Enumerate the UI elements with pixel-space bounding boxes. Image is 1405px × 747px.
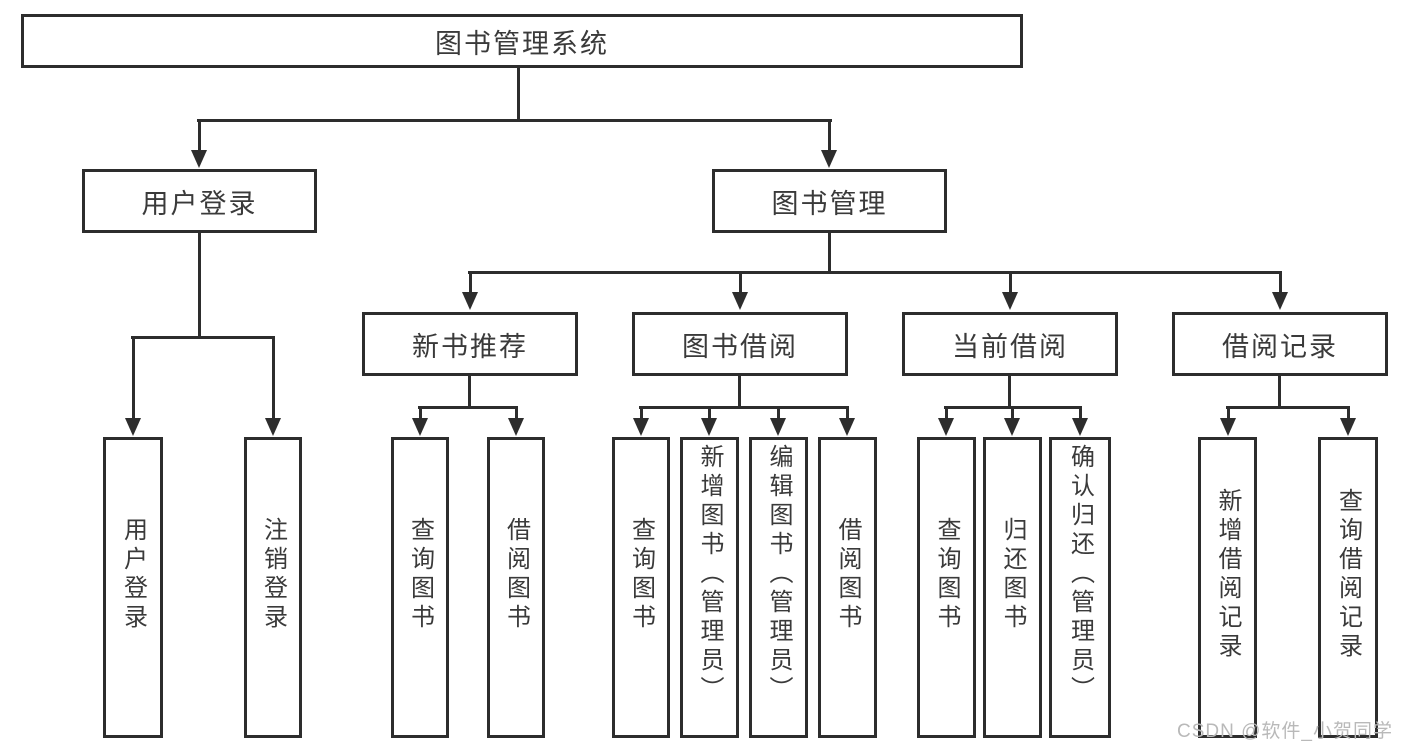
- node-current-borrowing-label: 当前借阅: [952, 331, 1068, 362]
- node-book-management: 图书管理: [712, 169, 947, 233]
- leaf-query-books-1: 查询图书: [391, 437, 449, 738]
- node-book-management-label: 图书管理: [771, 188, 888, 219]
- arrow-to-leaf-user-login-stem: [131, 338, 135, 418]
- arrow-to-book-management-arrowhead-icon: [821, 150, 837, 168]
- user-login-bar-line: [131, 336, 275, 339]
- leaf-query-books-2-label: 查询图书: [627, 516, 655, 633]
- leaf-add-book-admin: 新增图书（管理员）: [680, 437, 739, 738]
- leaf-query-borrow-record-label: 查询借阅记录: [1334, 487, 1362, 662]
- leaf-logout: 注销登录: [244, 437, 302, 738]
- arrow-to-leaf-add-book-admin-arrowhead-icon: [701, 418, 717, 436]
- node-book-borrowing: 图书借阅: [632, 312, 848, 376]
- leaf-confirm-return-admin-label: 确认归还（管理员）: [1066, 444, 1094, 705]
- arrow-to-leaf-query-borrow-record-stem: [1346, 408, 1350, 418]
- arrow-to-leaf-borrow-books-1-stem: [514, 408, 518, 418]
- arrow-to-leaf-query-books-1-arrowhead-icon: [412, 418, 428, 436]
- arrow-to-leaf-logout-stem: [271, 338, 275, 418]
- arrow-to-leaf-user-login-arrowhead-icon: [125, 418, 141, 436]
- arrow-to-new-book-recommend-arrowhead-icon: [462, 292, 478, 310]
- node-new-book-recommend-label: 新书推荐: [412, 331, 528, 362]
- book-borrowing-bar-line: [639, 406, 849, 409]
- level2-bar-line: [197, 119, 832, 122]
- arrow-to-leaf-query-borrow-record-arrowhead-icon: [1340, 418, 1356, 436]
- arrow-to-book-management-stem: [827, 120, 831, 150]
- borrowing-records-stem-line: [1278, 376, 1281, 408]
- leaf-return-book: 归还图书: [983, 437, 1042, 738]
- leaf-borrow-books-2-label: 借阅图书: [834, 516, 861, 633]
- leaf-user-login-label: 用户登录: [119, 516, 147, 633]
- leaf-query-books-2: 查询图书: [612, 437, 670, 738]
- arrow-to-new-book-recommend-stem: [468, 273, 472, 292]
- node-root: 图书管理系统: [21, 14, 1023, 68]
- leaf-logout-label: 注销登录: [259, 516, 287, 633]
- user-login-stem-line: [198, 233, 201, 337]
- arrow-to-leaf-query-books-3-stem: [944, 408, 948, 418]
- new-book-recommend-stem-line: [468, 376, 471, 408]
- node-borrowing-records-label: 借阅记录: [1222, 331, 1338, 362]
- leaf-borrow-books-1: 借阅图书: [487, 437, 545, 738]
- node-current-borrowing: 当前借阅: [902, 312, 1118, 376]
- arrow-to-leaf-edit-book-admin-stem: [776, 408, 780, 418]
- leaf-add-book-admin-label: 新增图书（管理员）: [696, 444, 723, 705]
- arrow-to-leaf-add-book-admin-stem: [707, 408, 711, 418]
- arrow-to-leaf-query-books-3-arrowhead-icon: [938, 418, 954, 436]
- node-user-login-label: 用户登录: [141, 188, 258, 219]
- leaf-edit-book-admin-label: 编辑图书（管理员）: [765, 444, 792, 705]
- leaf-query-books-1-label: 查询图书: [406, 516, 434, 633]
- node-borrowing-records: 借阅记录: [1172, 312, 1388, 376]
- arrow-to-book-borrowing-stem: [738, 273, 742, 292]
- leaf-query-borrow-record: 查询借阅记录: [1318, 437, 1378, 738]
- leaf-edit-book-admin: 编辑图书（管理员）: [749, 437, 808, 738]
- node-book-borrowing-label: 图书借阅: [682, 331, 798, 362]
- csdn-watermark: CSDN @软件_小贺同学: [1177, 721, 1393, 742]
- arrow-to-borrowing-records-arrowhead-icon: [1272, 292, 1288, 310]
- leaf-add-borrow-record: 新增借阅记录: [1198, 437, 1257, 738]
- book-management-stem-line: [828, 233, 831, 273]
- arrow-to-current-borrowing-arrowhead-icon: [1002, 292, 1018, 310]
- arrow-to-leaf-query-books-2-arrowhead-icon: [633, 418, 649, 436]
- arrow-to-leaf-borrow-books-1-arrowhead-icon: [508, 418, 524, 436]
- arrow-to-leaf-return-book-arrowhead-icon: [1004, 418, 1020, 436]
- arrow-to-borrowing-records-stem: [1278, 273, 1282, 292]
- arrow-to-leaf-borrow-books-2-stem: [845, 408, 849, 418]
- arrow-to-leaf-confirm-return-admin-arrowhead-icon: [1072, 418, 1088, 436]
- arrow-to-leaf-edit-book-admin-arrowhead-icon: [770, 418, 786, 436]
- arrow-to-leaf-return-book-stem: [1010, 408, 1014, 418]
- arrow-to-current-borrowing-stem: [1008, 273, 1012, 292]
- book-borrowing-stem-line: [738, 376, 741, 408]
- arrow-to-leaf-logout-arrowhead-icon: [265, 418, 281, 436]
- arrow-to-user-login-stem: [197, 120, 201, 150]
- leaf-confirm-return-admin: 确认归还（管理员）: [1049, 437, 1111, 738]
- node-user-login: 用户登录: [82, 169, 317, 233]
- level3-bar-line: [468, 271, 1282, 274]
- current-borrowing-bar-line: [944, 406, 1082, 409]
- current-borrowing-stem-line: [1008, 376, 1011, 408]
- arrow-to-leaf-add-borrow-record-stem: [1226, 408, 1230, 418]
- leaf-user-login: 用户登录: [103, 437, 163, 738]
- leaf-return-book-label: 归还图书: [999, 516, 1026, 633]
- leaf-borrow-books-2: 借阅图书: [818, 437, 877, 738]
- arrow-to-leaf-confirm-return-admin-stem: [1078, 408, 1082, 418]
- arrow-to-book-borrowing-arrowhead-icon: [732, 292, 748, 310]
- leaf-borrow-books-1-label: 借阅图书: [502, 516, 530, 633]
- arrow-to-leaf-borrow-books-2-arrowhead-icon: [839, 418, 855, 436]
- arrow-to-leaf-add-borrow-record-arrowhead-icon: [1220, 418, 1236, 436]
- arrow-to-leaf-query-books-1-stem: [418, 408, 422, 418]
- root-stem-line: [517, 68, 520, 121]
- node-new-book-recommend: 新书推荐: [362, 312, 578, 376]
- arrow-to-leaf-query-books-2-stem: [639, 408, 643, 418]
- leaf-query-books-3-label: 查询图书: [933, 516, 960, 633]
- borrowing-records-bar-line: [1226, 406, 1350, 409]
- leaf-add-borrow-record-label: 新增借阅记录: [1214, 487, 1241, 662]
- new-book-recommend-bar-line: [418, 406, 518, 409]
- arrow-to-user-login-arrowhead-icon: [191, 150, 207, 168]
- node-root-label: 图书管理系统: [435, 28, 609, 59]
- leaf-query-books-3: 查询图书: [917, 437, 976, 738]
